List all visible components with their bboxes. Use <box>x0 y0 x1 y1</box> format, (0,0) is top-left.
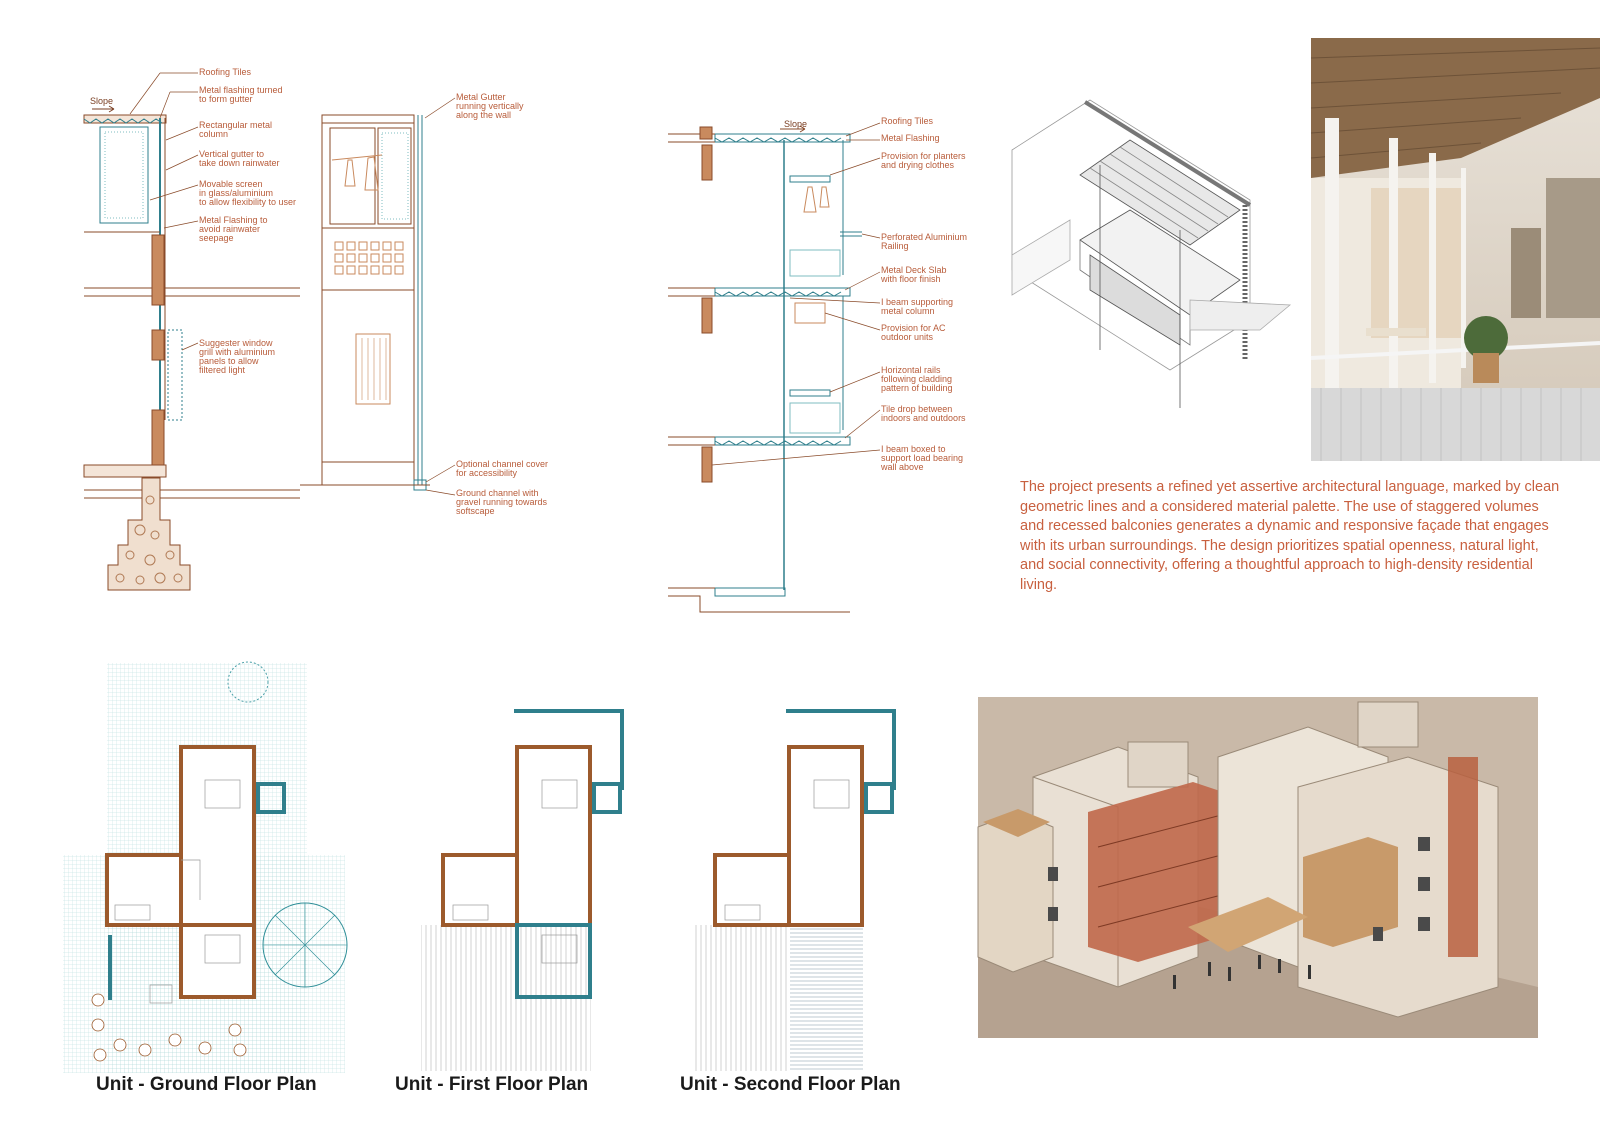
label-channel-cover: Optional channel cover for accessibility <box>456 459 549 478</box>
label-c-roofing-tiles: Roofing Tiles <box>881 116 934 126</box>
project-description: The project presents a refined yet asser… <box>1020 479 1560 593</box>
section-a-slope-label: Slope <box>90 96 114 106</box>
building-axonometric <box>977 697 1538 1038</box>
label-c-deck-slab: Metal Deck Slab with floor finish <box>881 265 947 284</box>
label-window-grill: Suggester window grill with aluminium pa… <box>199 338 276 375</box>
balcony-photo <box>1310 38 1600 461</box>
label-metal-flashing-gutter: Metal flashing turned to form gutter <box>199 85 283 104</box>
label-movable-screen: Movable screen in glass/aluminium to all… <box>199 179 297 207</box>
label-c-planters: Provision for planters and drying clothe… <box>881 151 966 170</box>
caption-first-floor-plan: Unit - First Floor Plan <box>395 1074 589 1095</box>
label-ground-channel: Ground channel with gravel running towar… <box>456 488 548 516</box>
section-c-slope-label: Slope <box>784 119 808 129</box>
label-c-ac-units: Provision for AC outdoor units <box>881 323 946 342</box>
caption-ground-floor-plan: Unit - Ground Floor Plan <box>96 1074 317 1095</box>
label-roofing-tiles: Roofing Tiles <box>199 67 252 77</box>
label-vertical-gutter: Vertical gutter to take down rainwater <box>199 149 280 168</box>
label-metal-gutter: Metal Gutter running vertically along th… <box>456 92 524 120</box>
label-c-i-beam: I beam supporting metal column <box>881 297 954 316</box>
label-c-metal-flashing: Metal Flashing <box>881 133 940 143</box>
label-metal-flashing-seepage: Metal Flashing to avoid rainwater seepag… <box>199 215 268 243</box>
label-c-horizontal-rails: Horizontal rails following cladding patt… <box>881 365 953 393</box>
label-c-tile-drop: Tile drop between indoors and outdoors <box>881 404 966 423</box>
label-c-i-beam-boxed: I beam boxed to support load bearing wal… <box>881 444 964 472</box>
label-rectangular-column: Rectangular metal column <box>199 120 273 139</box>
caption-second-floor-plan: Unit - Second Floor Plan <box>680 1074 901 1095</box>
label-c-railing: Perforated Aluminium Railing <box>881 232 968 251</box>
